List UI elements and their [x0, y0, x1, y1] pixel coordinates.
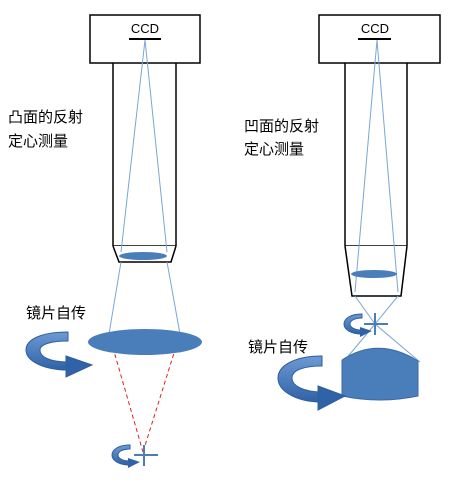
right-rays-inner: [354, 39, 399, 293]
left-sample-lens: [88, 329, 202, 355]
left-rotation-label: 镜片自传: [26, 304, 86, 322]
right-ccd-label: CCD: [361, 21, 389, 36]
right-objective-lens: [351, 270, 397, 278]
left-small-rotation-icon: [111, 444, 140, 468]
right-rays-outer: [344, 295, 421, 363]
left-caption-line1: 凸面的反射: [8, 108, 83, 126]
right-small-rotation-icon: [343, 313, 372, 337]
left-panel: CCD: [8, 14, 202, 468]
left-ccd-label: CCD: [131, 21, 159, 36]
left-rays-outer: [108, 261, 181, 335]
left-caption-line2: 定心测量: [8, 132, 68, 150]
right-lens-tube: [344, 63, 408, 297]
left-rays-inner: [120, 39, 168, 253]
right-sample-lens: [341, 347, 419, 401]
right-focal-cross-icon: [364, 313, 388, 335]
left-rotation-arrow-icon: [25, 331, 94, 378]
left-objective-lens: [119, 252, 167, 260]
right-caption-line1: 凹面的反射: [244, 117, 319, 135]
left-focal-cross-icon: [134, 445, 158, 466]
right-rotation-arrow-icon: [277, 355, 347, 411]
left-lens-tube: [112, 63, 177, 263]
right-panel: CCD: [244, 14, 441, 411]
right-rotation-label: 镜片自传: [248, 338, 308, 356]
right-caption-line2: 定心测量: [244, 140, 304, 158]
